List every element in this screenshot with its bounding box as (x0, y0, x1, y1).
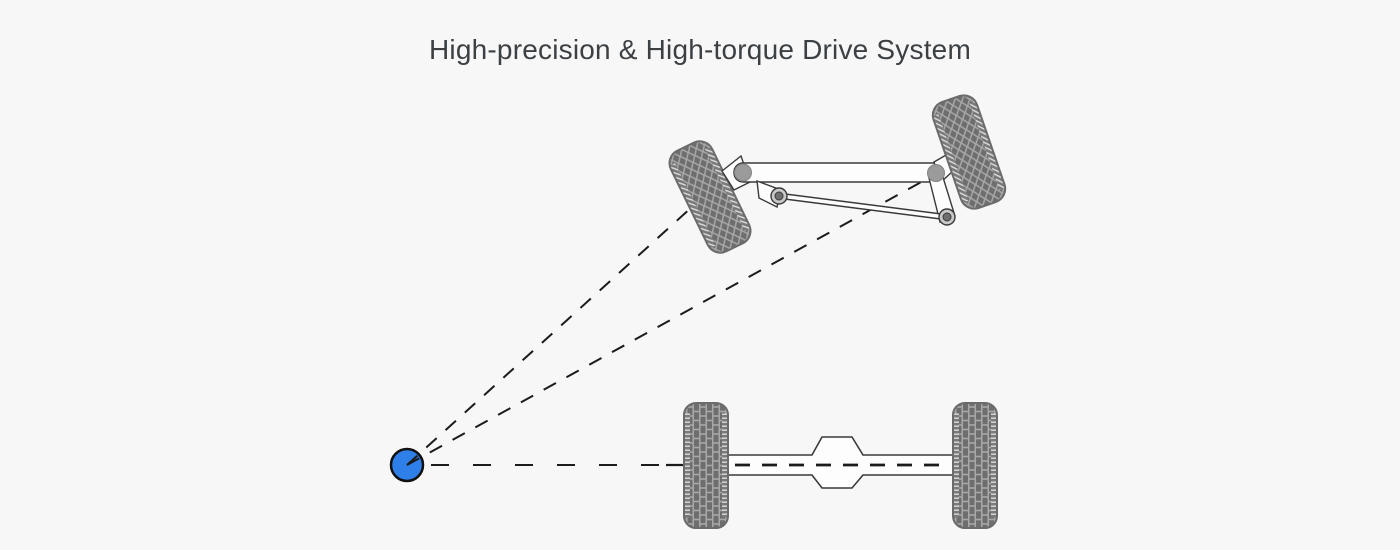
rear-axle-assembly (683, 402, 998, 529)
right-kingpin-pivot (927, 164, 945, 182)
tie-rod (780, 192, 946, 221)
front-left-wheel (663, 135, 757, 259)
steering-linkage-assembly (663, 90, 1010, 259)
rear-left-wheel (683, 402, 729, 529)
diagram-title: High-precision & High-torque Drive Syste… (429, 34, 971, 65)
rear-right-wheel (952, 402, 998, 529)
tie-bar (733, 162, 947, 183)
left-tie-rod-joint-pin (774, 191, 784, 201)
radius-line-right-wheel (406, 174, 935, 466)
left-kingpin-pivot (734, 163, 752, 182)
right-tie-rod-joint-pin (942, 212, 952, 222)
radius-line-left-wheel (406, 196, 704, 466)
axle-beam-and-differential (705, 436, 976, 489)
